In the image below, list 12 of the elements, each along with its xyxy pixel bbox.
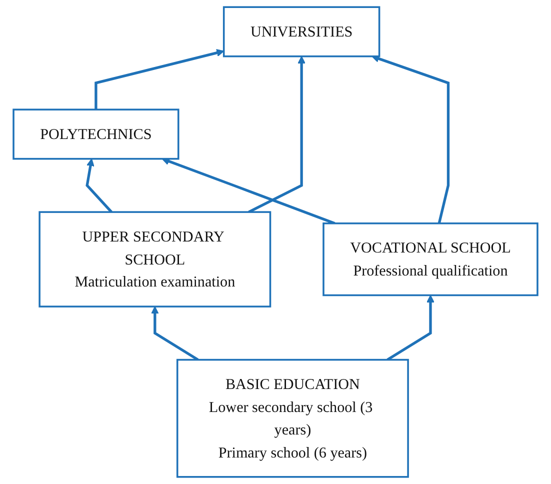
- node-box: BASIC EDUCATION Lower secondary school (3 years) Primary school (6 years): [176, 358, 409, 478]
- arrow: [386, 294, 434, 361]
- node-box: VOCATIONAL SCHOOL Professional qualification: [322, 222, 538, 296]
- node-box: UNIVERSITIES: [222, 6, 380, 58]
- arrow: [151, 306, 199, 361]
- arrow: [162, 158, 336, 225]
- arrow: [86, 158, 112, 213]
- arrow: [372, 54, 450, 224]
- arrow: [248, 56, 306, 214]
- arrow: [94, 49, 224, 110]
- node-box: POLYTECHNICS: [12, 108, 180, 160]
- node-box: UPPER SECONDARY SCHOOL Matriculation examination: [38, 211, 272, 308]
